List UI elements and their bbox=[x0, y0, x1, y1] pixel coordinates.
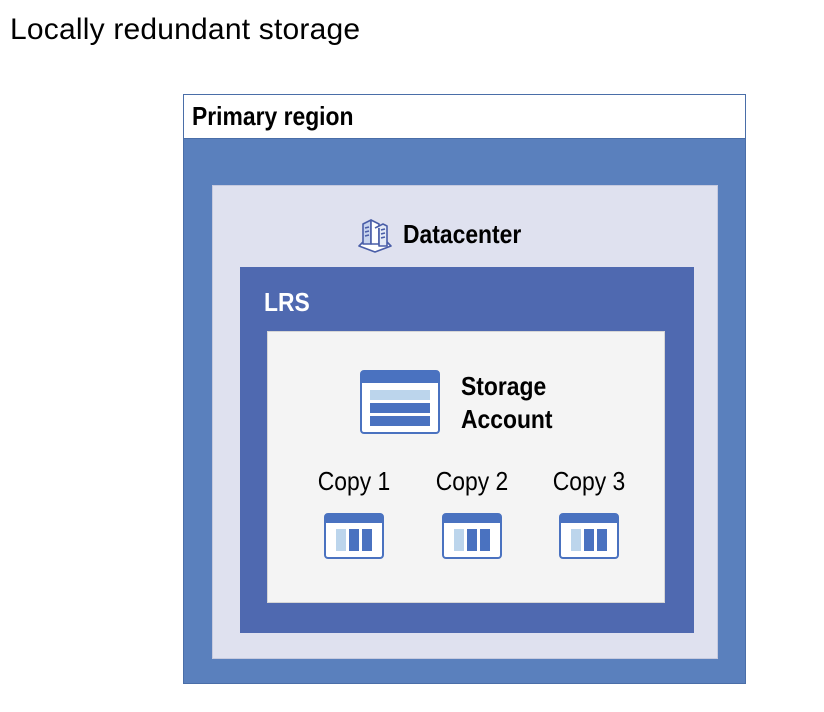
copy-1: Copy 1 bbox=[304, 466, 404, 566]
datacenter-label: Datacenter bbox=[403, 218, 522, 249]
datacenter-icon bbox=[355, 214, 395, 254]
lrs-box: LRS Storage Account bbox=[240, 267, 694, 633]
storage-account-icon bbox=[360, 370, 440, 434]
primary-region-box: Primary region bbox=[183, 94, 746, 684]
copy-label: Copy 3 bbox=[552, 466, 626, 496]
blob-storage-icon bbox=[442, 513, 502, 559]
blob-storage-icon bbox=[559, 513, 619, 559]
datacenter-box: Datacenter LRS Storage Accou bbox=[212, 185, 718, 659]
storage-account-panel: Storage Account Copy 1 bbox=[267, 331, 665, 603]
copy-label: Copy 2 bbox=[435, 466, 509, 496]
primary-region-label: Primary region bbox=[192, 101, 354, 131]
blob-storage-icon bbox=[324, 513, 384, 559]
storage-account-label-line1: Storage bbox=[461, 371, 547, 401]
storage-account-label-line2: Account bbox=[461, 404, 553, 434]
storage-account-label: Storage Account bbox=[461, 370, 553, 436]
copy-label: Copy 1 bbox=[317, 466, 391, 496]
page-title: Locally redundant storage bbox=[10, 13, 361, 46]
primary-region-header: Primary region bbox=[184, 95, 745, 139]
copy-3: Copy 3 bbox=[539, 466, 639, 566]
lrs-label: LRS bbox=[264, 287, 310, 317]
copy-2: Copy 2 bbox=[422, 466, 522, 566]
datacenter-heading: Datacenter bbox=[355, 214, 537, 254]
